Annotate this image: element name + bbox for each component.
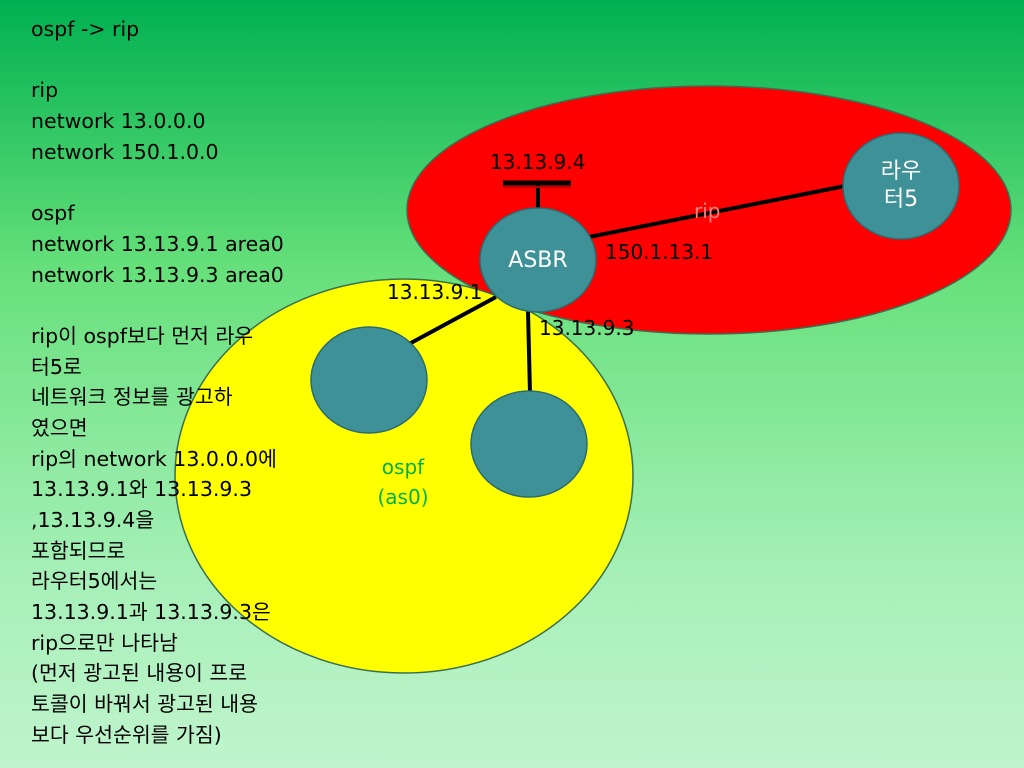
note-line [31,45,284,76]
note-line: 라우터5에서는 [31,569,158,594]
link-asbr-router5 [583,184,846,240]
note-line: network 13.0.0.0 [31,109,206,134]
note-line: ,13.13.9.4을 [31,508,155,532]
note-line: 포함되므로 [31,538,126,563]
router5-label-line1: 라우 [880,159,922,184]
ospf-router-right-node [470,390,588,498]
note-line: network 13.13.9.1 area0 [31,231,284,256]
ip-label-13-13-9-1: 13.13.9.1 [387,280,483,304]
asbr-label: ASBR [508,248,568,273]
ip-label-150-1-13-1: 150.1.13.1 [605,240,714,264]
note-line: network 150.1.0.0 [31,139,219,164]
note-line: 토콜이 바꿔서 광고된 내용 [31,692,259,717]
note-line [31,167,284,198]
ospf-domain-label: ospf (as0) [373,452,433,512]
router5-node [842,132,960,240]
rip-domain-label: rip [694,199,721,223]
router5-label: 라우 터5 [851,158,951,214]
note-line: 보다 우선순위를 가짐) [31,722,222,747]
note-line [31,290,284,321]
ospf-domain-label-line1: ospf [381,455,425,479]
explanation-notes: ospf -> rip rip network 13.0.0.0 network 15… [31,14,284,751]
note-line: ospf -> rip [31,17,140,41]
note-line: (먼저 광고된 내용이 프로 [31,661,248,686]
ip-label-13-13-9-3: 13.13.9.3 [539,316,635,340]
note-line: 13.13.9.1와 13.13.9.3 [31,477,252,502]
link-asbr-ospf-router-right [526,310,532,394]
note-line: rip이 ospf보다 먼저 라우 [31,323,254,348]
note-line: network 13.13.9.3 area0 [31,262,284,287]
ospf-router-left-node [310,326,428,434]
note-line: 였으면 [31,415,88,440]
ip-label-13-13-9-4: 13.13.9.4 [490,150,586,174]
note-line: rip [31,78,59,103]
router5-label-line2: 터5 [883,187,919,212]
asbr-node [479,207,597,313]
note-line: ospf [31,201,75,226]
note-line: rip의 network 13.0.0.0에 [31,446,277,471]
link-asbr-ospf-router-left [408,295,497,346]
note-line: 네트워크 정보를 광고하 [31,385,233,410]
ospf-domain-label-line2: (as0) [377,485,429,509]
ospf-domain-area [174,278,634,674]
note-line: 터5로 [31,354,82,379]
note-line: rip으로만 나타남 [31,630,178,655]
note-line: 13.13.9.1과 13.13.9.3은 [31,600,271,625]
